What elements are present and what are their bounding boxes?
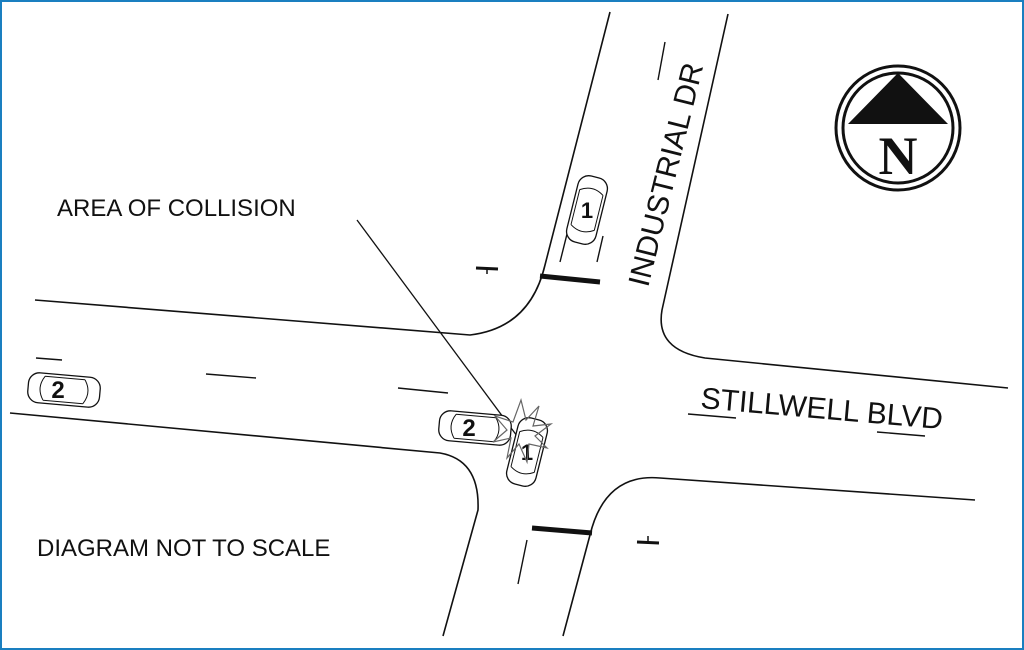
north-arrow-icon: N <box>834 64 962 192</box>
impact-burst-icon <box>492 397 554 465</box>
lane-dashes <box>35 41 926 585</box>
road-edge-south-west <box>9 412 479 637</box>
vehicle-2-collision: 2 <box>438 410 512 446</box>
stop-bar-south <box>531 525 593 536</box>
stop-bar-north <box>539 273 601 285</box>
vehicle-2-collision-label: 2 <box>462 415 475 442</box>
collision-leader-line <box>356 219 521 441</box>
vehicle-1-collision-label: 1 <box>521 440 533 465</box>
sign-southeast <box>636 536 660 545</box>
road-edge-south-east <box>562 476 976 637</box>
road-edge-north-west <box>34 11 611 336</box>
collision-area-label: AREA OF COLLISION <box>57 195 296 222</box>
sign-northwest <box>475 266 499 274</box>
road-edge-north-east <box>660 13 1009 389</box>
street-label-stillwell-blvd: STILLWELL BLVD <box>699 382 944 436</box>
vehicle-1-north-label: 1 <box>581 198 593 223</box>
vehicle-1-north: 1 <box>565 175 609 245</box>
street-label-industrial-dr: INDUSTRIAL DR <box>623 60 710 290</box>
vehicle-2-west-label: 2 <box>51 377 64 404</box>
road-edges <box>9 11 1009 637</box>
scale-note: DIAGRAM NOT TO SCALE <box>37 535 330 562</box>
compass-letter: N <box>879 126 918 186</box>
vehicle-2-west: 2 <box>27 372 101 408</box>
